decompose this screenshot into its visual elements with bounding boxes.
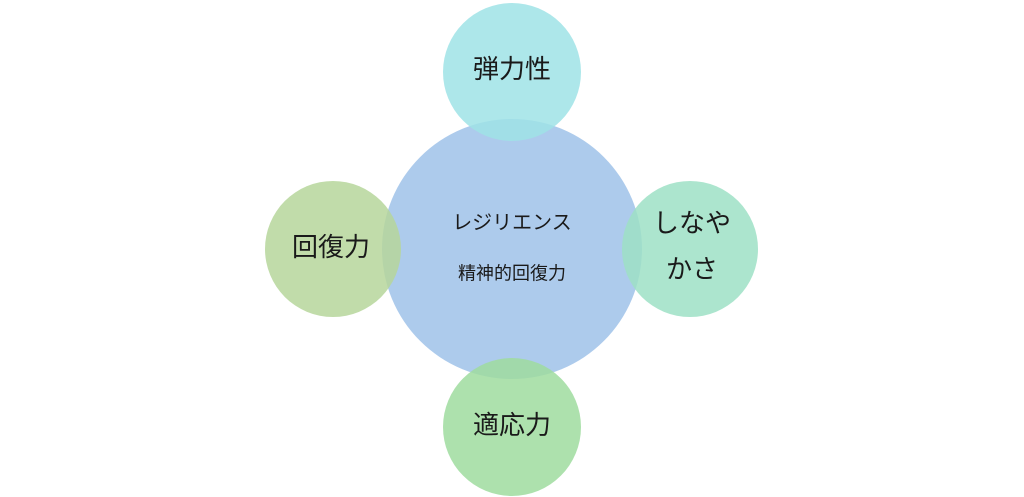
top-label: 弾力性 — [473, 55, 551, 85]
left-circle — [265, 181, 401, 317]
right-label-line2: かさ — [666, 255, 718, 285]
left-label: 回復力 — [292, 233, 370, 263]
center-circle — [382, 119, 642, 379]
center-label-title: レジリエンス — [452, 210, 572, 234]
right-label-line1: しなや — [653, 209, 731, 239]
bottom-label: 適応力 — [473, 411, 551, 441]
center-label-subtitle: 精神的回復力 — [458, 264, 566, 285]
right-circle — [622, 181, 758, 317]
bottom-circle — [443, 358, 581, 496]
top-circle — [443, 3, 581, 141]
